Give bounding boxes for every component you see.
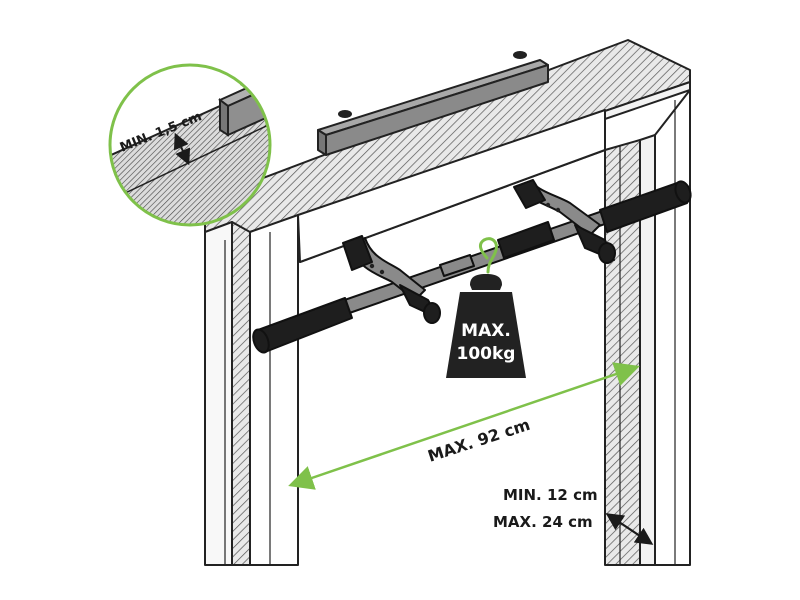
- door-frame: [204, 39, 691, 566]
- left-grip: [252, 297, 353, 354]
- gap-detail-inset: MIN. 1,5 cm: [108, 63, 272, 227]
- weight-handle: [470, 274, 502, 290]
- weight-label-line2: 100kg: [457, 344, 516, 364]
- weight-label-line1: MAX.: [461, 321, 511, 341]
- depth-arrow: [605, 513, 654, 545]
- weight-icon: [446, 292, 526, 378]
- max-weight-indicator: MAX. 100kg: [446, 237, 526, 378]
- width-arrow: [288, 362, 640, 490]
- depth-dimension: MIN. 12 cm MAX. 24 cm: [493, 486, 654, 545]
- top-rest-bar: [317, 51, 549, 156]
- depth-max-label: MAX. 24 cm: [493, 513, 593, 531]
- inset-ring: [108, 63, 272, 227]
- pullup-bar: [252, 179, 692, 354]
- width-max-label: MAX. 92 cm: [425, 415, 532, 466]
- right-grip: [599, 180, 692, 233]
- hook-icon: [478, 237, 498, 274]
- width-dimension: MAX. 92 cm: [288, 362, 640, 490]
- depth-min-label: MIN. 12 cm: [503, 486, 598, 504]
